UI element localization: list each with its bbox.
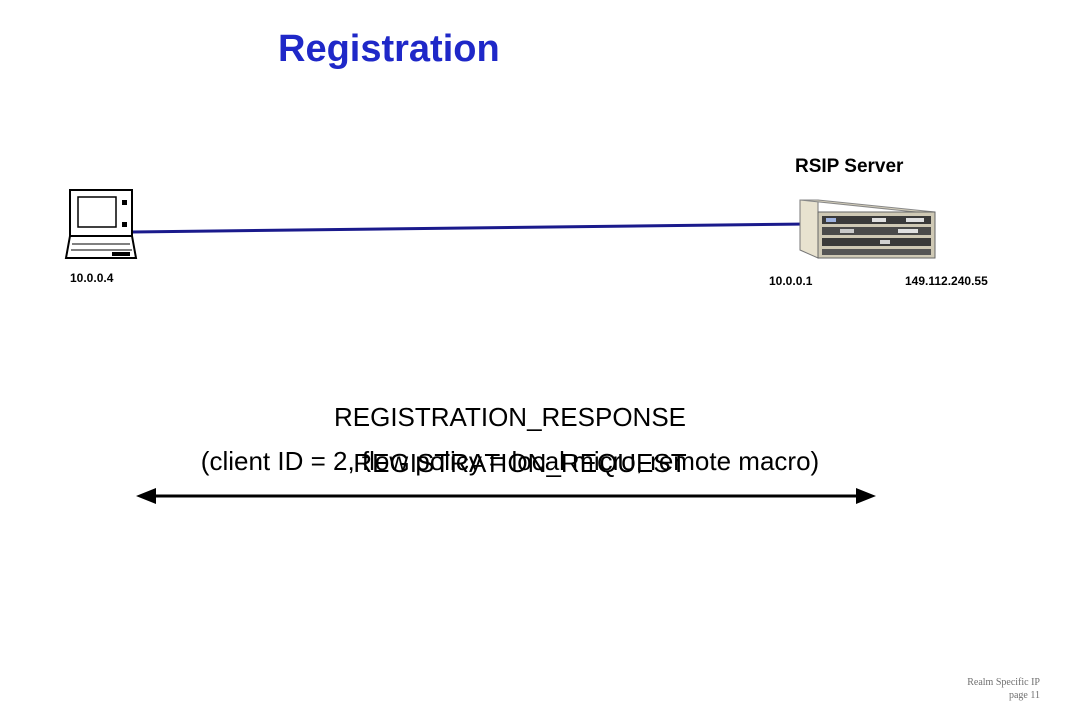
footer-title: Realm Specific IP xyxy=(967,677,1040,688)
registration-request-label: REGISTRATION_REQUEST xyxy=(353,448,687,478)
registration-response-label: REGISTRATION_RESPONSE xyxy=(333,402,687,432)
server-chassis-icon xyxy=(799,199,936,259)
network-link xyxy=(131,222,809,234)
server-inner-ip-label: 10.0.0.1 xyxy=(769,274,813,288)
server-outer-ip-label: 149.112.240.55 xyxy=(905,274,988,288)
registration-response-detail: (client ID = 2, flow policy = local micr… xyxy=(200,446,820,476)
rsip-server-label: RSIP Server xyxy=(795,156,904,177)
client-ip-label: 10.0.0.4 xyxy=(70,271,114,285)
slide-title: Registration xyxy=(278,28,500,70)
slide-footer: Realm Specific IP page 11 xyxy=(967,676,1040,702)
double-arrow-icon xyxy=(136,488,876,504)
laptop-icon xyxy=(64,189,138,259)
footer-page-number: page 11 xyxy=(1008,690,1040,701)
